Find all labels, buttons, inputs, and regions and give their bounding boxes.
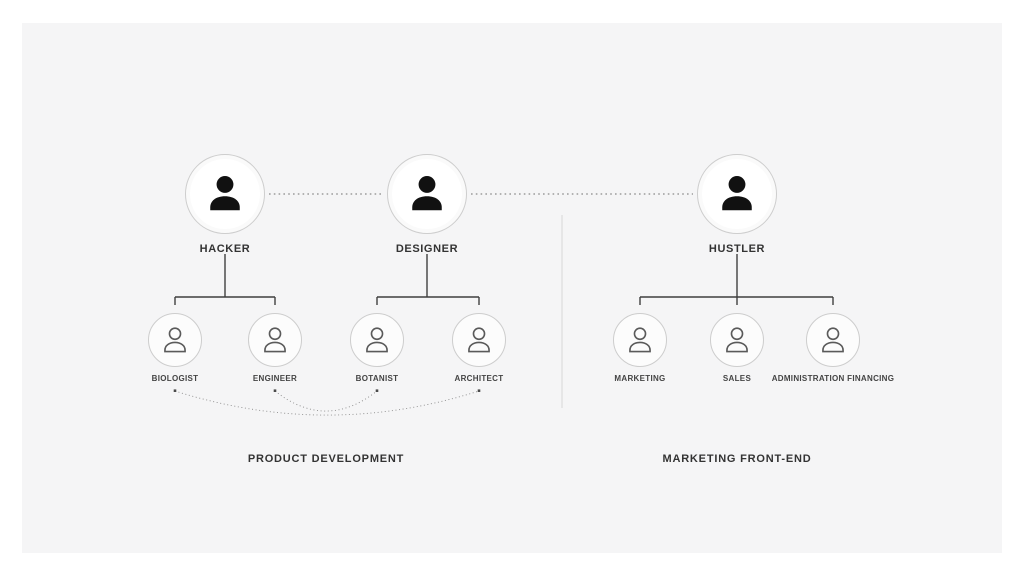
section-label: MARKETING FRONT-END <box>662 453 812 465</box>
founder-role-label: HUSTLER <box>708 243 766 255</box>
specialist-node[interactable]: BOTANIST <box>277 313 477 383</box>
diagram-canvas <box>22 23 1002 553</box>
section-label: PRODUCT DEVELOPMENT <box>247 453 405 465</box>
specialist-node[interactable]: MARKETING <box>540 313 740 383</box>
avatar-circle <box>248 313 302 367</box>
person-outline-icon <box>366 327 388 353</box>
person-outline-icon <box>726 327 748 353</box>
person-filled-icon <box>210 175 240 211</box>
person-outline-icon <box>468 327 490 353</box>
avatar-circle <box>613 313 667 367</box>
person-filled-icon <box>412 175 442 211</box>
specialist-role-label: ADMINISTRATION FINANCING <box>771 374 895 383</box>
avatar-circle <box>350 313 404 367</box>
person-filled-icon <box>722 175 752 211</box>
specialist-role-label: MARKETING <box>614 374 666 383</box>
founder-role-label: HACKER <box>199 243 251 255</box>
avatar-circle <box>806 313 860 367</box>
specialist-node[interactable]: SALES <box>637 313 837 383</box>
person-outline-icon <box>629 327 651 353</box>
person-outline-icon <box>164 327 186 353</box>
avatar-circle <box>387 154 467 234</box>
person-outline-icon <box>822 327 844 353</box>
specialist-role-label: ARCHITECT <box>454 374 504 383</box>
avatar-circle <box>452 313 506 367</box>
founder-node[interactable]: HUSTLER <box>637 154 837 255</box>
specialist-role-label: ENGINEER <box>252 374 298 383</box>
specialist-node[interactable]: ENGINEER <box>175 313 375 383</box>
avatar-circle <box>710 313 764 367</box>
specialist-role-label: BIOLOGIST <box>151 374 199 383</box>
avatar-circle <box>148 313 202 367</box>
specialist-node[interactable]: ADMINISTRATION FINANCING <box>733 313 933 383</box>
specialist-role-label: BOTANIST <box>355 374 399 383</box>
specialist-role-label: SALES <box>722 374 752 383</box>
person-outline-icon <box>264 327 286 353</box>
avatar-circle <box>185 154 265 234</box>
specialist-node[interactable]: BIOLOGIST <box>75 313 275 383</box>
founder-node[interactable]: HACKER <box>125 154 325 255</box>
avatar-circle <box>697 154 777 234</box>
founder-node[interactable]: DESIGNER <box>327 154 527 255</box>
founder-role-label: DESIGNER <box>395 243 459 255</box>
specialist-node[interactable]: ARCHITECT <box>379 313 579 383</box>
